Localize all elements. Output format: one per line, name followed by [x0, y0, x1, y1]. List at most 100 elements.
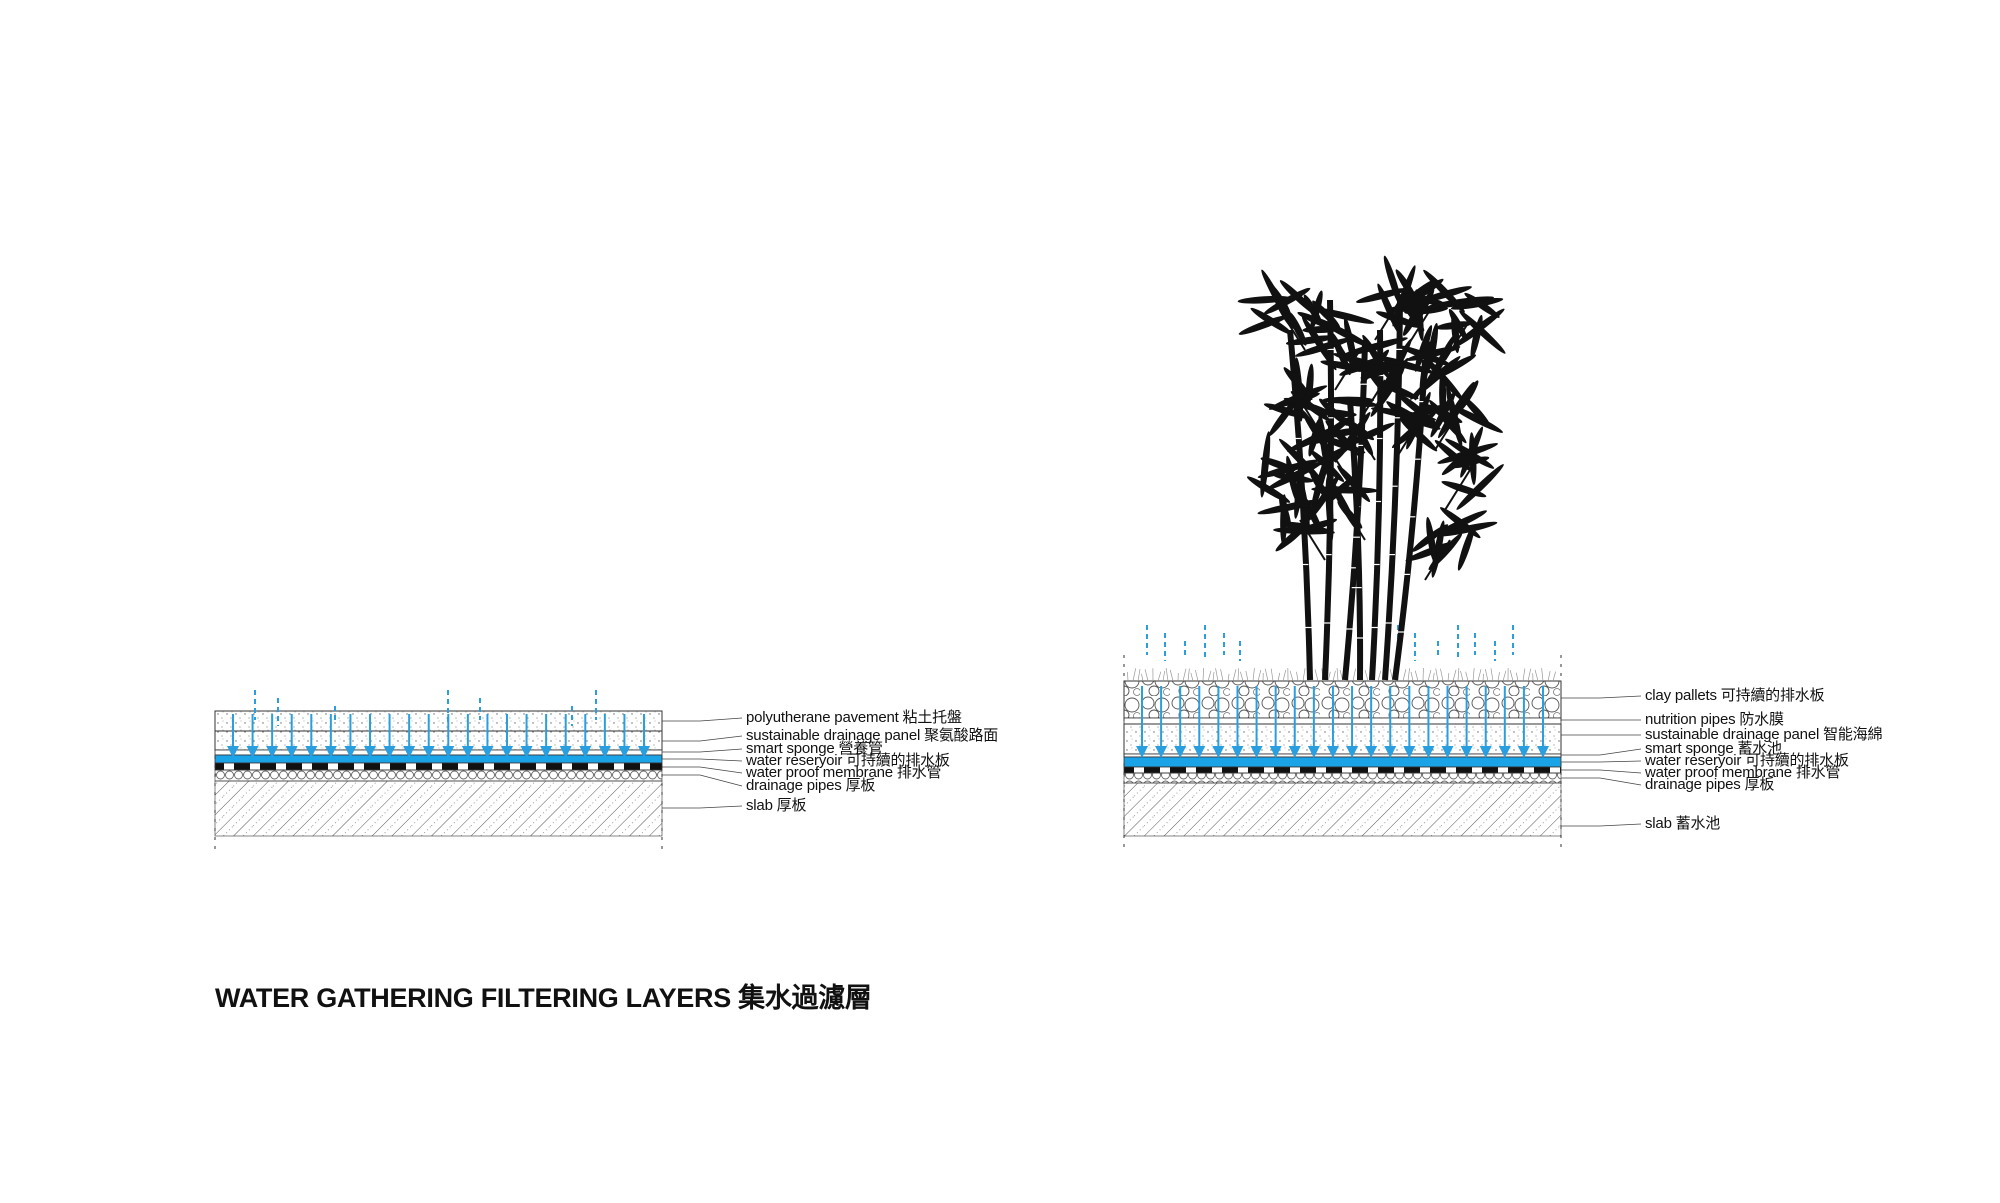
grass-blade [1352, 668, 1356, 682]
leader-line [662, 735, 743, 742]
grass-blade [1377, 670, 1382, 682]
bamboo-leaf [1441, 480, 1487, 498]
grass-blade [1227, 673, 1230, 682]
grass-blade [1482, 673, 1484, 682]
bamboo-leaf [1426, 334, 1456, 388]
bamboo-leaf [1268, 385, 1328, 410]
bamboo-leaf [1386, 401, 1422, 432]
grass-blade [1527, 668, 1532, 682]
grass-blade [1427, 669, 1432, 682]
grass-blade [1215, 668, 1219, 682]
drainage-panel-layer [214, 730, 663, 751]
bamboo-stem [1382, 299, 1403, 681]
right-section-diagram [1123, 625, 1562, 850]
smart-sponge-layer [214, 749, 663, 756]
bamboo-leaf [1401, 293, 1446, 306]
grass-blade [1302, 668, 1306, 682]
bamboo-leaf [1287, 423, 1347, 452]
bamboo-leaf [1450, 297, 1504, 310]
layer-label: sustainable drainage panel 聚氨酸路面 [746, 726, 999, 744]
leader-line [662, 774, 743, 787]
bamboo-branch [1334, 349, 1361, 391]
grass-blade [1497, 671, 1500, 682]
grass-blade [1477, 669, 1482, 682]
bamboo-branch [1414, 359, 1441, 401]
bamboo-leaf [1405, 541, 1456, 562]
grass-blade [1457, 668, 1460, 682]
grass-blade [1402, 669, 1407, 682]
bamboo-leaf [1445, 438, 1495, 469]
grass-blade [1141, 673, 1144, 682]
clay-pallets-layer [1123, 680, 1562, 719]
bamboo-branch [1299, 519, 1326, 561]
grass-blade [1472, 668, 1475, 682]
bamboo-branch [1359, 379, 1386, 421]
grass-blade [1332, 670, 1336, 682]
grass-blade [1202, 667, 1205, 682]
grass-blade [1364, 669, 1369, 682]
grass-blade [1132, 668, 1137, 682]
bamboo-leaf [1315, 434, 1366, 454]
slab-layer [1123, 782, 1562, 837]
grass-blade [1232, 669, 1237, 682]
grass-blade [1257, 669, 1262, 682]
grass-blade [1484, 669, 1489, 682]
grass-blade [1270, 668, 1274, 682]
bamboo-branch [1434, 409, 1461, 451]
grass-blade [1207, 670, 1212, 682]
grass-blade [1509, 670, 1514, 682]
bamboo-leaf [1331, 398, 1378, 407]
bamboo-branch [1329, 449, 1356, 491]
leader-line [662, 805, 743, 809]
layer-label: sustainable drainage panel 智能海綿 [1645, 725, 1883, 743]
grass-blade [1212, 671, 1215, 682]
grass-blade [1547, 670, 1551, 682]
leader-line [1561, 760, 1642, 763]
grass-blade [1460, 670, 1464, 682]
grass-blade [1414, 670, 1419, 682]
grass-blade [1336, 667, 1339, 682]
bamboo-leaf [1261, 269, 1295, 329]
grass-blade [1237, 668, 1239, 682]
diagram-title: WATER GATHERING FILTERING LAYERS 集水過濾層 [215, 983, 872, 1013]
water-reservoir-layer [1123, 756, 1562, 768]
grass-blade [1137, 669, 1141, 682]
bamboo-branch [1444, 469, 1471, 511]
layer-label: water reseryoir 可持續的排水板 [1645, 751, 1849, 769]
bamboo-branch [1374, 299, 1401, 341]
bamboo-leaf [1285, 335, 1335, 346]
grass-blade [1162, 670, 1166, 682]
leader-line [662, 748, 743, 753]
bamboo-leaf [1312, 300, 1341, 329]
bamboo-leaf [1363, 362, 1389, 397]
grass-blade [1277, 672, 1281, 682]
layer-label: smart sponge 營養管 [746, 739, 883, 757]
bamboo-leaf [1399, 417, 1438, 452]
leader-line [662, 717, 743, 722]
grass-blade [1452, 669, 1457, 682]
layer-label: nutrition pipes 防水膜 [1645, 710, 1784, 728]
layer-label: smart sponge 蓄水池 [1645, 739, 1782, 757]
grass-blade [1182, 668, 1187, 682]
bamboo-leaf [1439, 369, 1447, 421]
leader-line [1561, 695, 1642, 699]
grass-blade [1165, 667, 1169, 682]
layer-label: slab 蓄水池 [1645, 814, 1721, 832]
grass-blade [1240, 671, 1244, 682]
grass-blade [1187, 668, 1190, 682]
label-leader-lines [662, 695, 1642, 827]
grass-blade [1515, 672, 1519, 682]
bamboo-leaf [1376, 357, 1409, 410]
bamboo-leaf [1300, 493, 1323, 534]
water-reservoir-layer [214, 754, 663, 764]
grass-blade [1541, 668, 1544, 682]
bamboo-leaf [1375, 355, 1435, 374]
grass-blade [1195, 669, 1199, 682]
bamboo-leaf [1414, 289, 1424, 341]
grass-blade [1435, 668, 1439, 682]
leader-line [662, 766, 743, 774]
grass-blade [1432, 672, 1435, 682]
bamboo-leaf [1360, 349, 1390, 384]
grass-blade [1157, 671, 1162, 682]
